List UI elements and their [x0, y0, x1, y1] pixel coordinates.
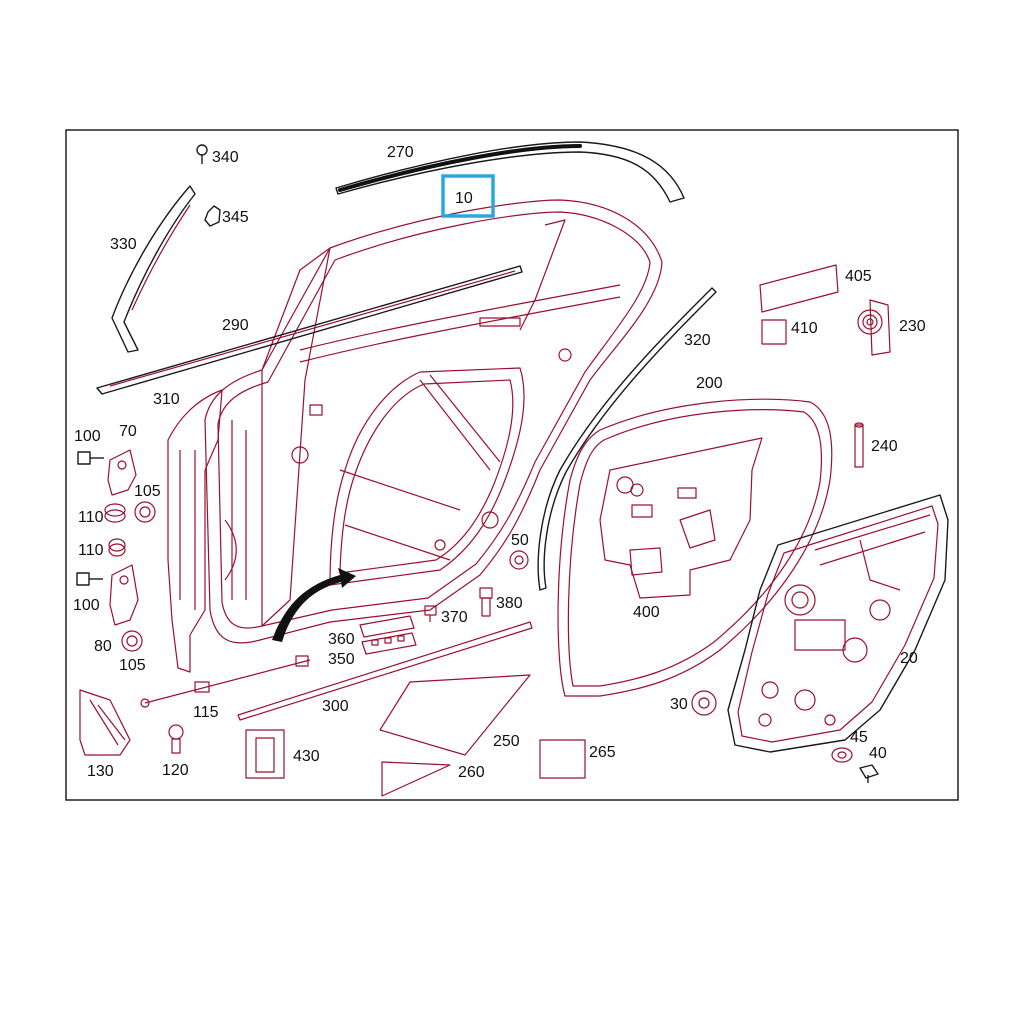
label-250: 250: [493, 733, 520, 750]
part-380-bolt: [479, 587, 493, 617]
part-115-check-rod: [140, 655, 311, 708]
part-130-bracket: [79, 689, 131, 756]
part-240-pin: [854, 422, 864, 468]
part-105-nut-top: [134, 501, 156, 523]
label-290: 290: [222, 317, 249, 334]
part-110-cap-top: [104, 503, 126, 523]
part-10-door-shell: [204, 199, 663, 644]
label-70: 70: [119, 423, 137, 440]
label-110-bottom: 110: [78, 542, 104, 559]
label-400: 400: [633, 604, 660, 621]
part-45-washer: [831, 747, 853, 763]
label-300: 300: [322, 698, 349, 715]
part-50-plug: [509, 550, 529, 570]
part-345-clip: [204, 205, 221, 227]
label-430: 430: [293, 748, 320, 765]
part-405-sticker: [759, 264, 839, 313]
label-20: 20: [900, 650, 918, 667]
part-270-roof-trim: [335, 141, 685, 203]
part-110-cap-bottom: [108, 538, 126, 557]
part-100-bolt-top: [77, 451, 104, 465]
label-330: 330: [110, 236, 137, 253]
part-410-sticker: [761, 319, 787, 345]
part-230-tape: [857, 299, 891, 356]
highlight-box-10: [441, 174, 495, 218]
part-260-foil: [381, 761, 451, 797]
label-345: 345: [222, 209, 249, 226]
label-240: 240: [871, 438, 898, 455]
part-250-foil: [379, 674, 531, 756]
label-120: 120: [162, 762, 189, 779]
part-370-clip: [424, 605, 437, 622]
label-100-bottom: 100: [73, 597, 100, 614]
part-70-hinge: [107, 449, 137, 496]
label-260: 260: [458, 764, 485, 781]
label-370: 370: [441, 609, 468, 626]
part-320-strip: [537, 287, 717, 591]
part-300-rod: [237, 621, 533, 721]
part-100-bolt-bottom: [76, 572, 103, 586]
part-310-trim: [167, 389, 223, 673]
part-360-block: [359, 615, 415, 638]
label-10: 10: [455, 190, 473, 207]
label-105-top: 105: [134, 483, 161, 500]
label-340: 340: [212, 149, 239, 166]
diagram-frame: [65, 129, 959, 801]
label-380: 380: [496, 595, 523, 612]
pointer-arrow: [272, 568, 356, 642]
part-340-screw: [196, 144, 208, 164]
part-105-nut-bottom: [121, 630, 143, 652]
part-20-inner-panel: [727, 494, 949, 753]
part-290-belt-strip: [96, 265, 523, 395]
label-200: 200: [696, 375, 723, 392]
label-30: 30: [670, 696, 688, 713]
part-350-block: [361, 632, 417, 655]
part-430-clip: [245, 729, 285, 779]
part-265-foil: [539, 739, 586, 779]
callout-labels: 10 20 30 40 45 50 70 80 100 100 105 105 …: [73, 144, 926, 781]
label-270: 270: [387, 144, 414, 161]
part-400-panel: [599, 437, 763, 599]
label-320: 320: [684, 332, 711, 349]
part-330-trim: [111, 185, 196, 353]
label-40: 40: [869, 745, 887, 762]
part-80-hinge: [109, 564, 139, 626]
label-360: 360: [328, 631, 355, 648]
part-200-seal: [557, 398, 833, 697]
label-230: 230: [899, 318, 926, 335]
part-120-ball-pin: [168, 724, 184, 754]
label-350: 350: [328, 651, 355, 668]
label-100-top: 100: [74, 428, 101, 445]
label-405: 405: [845, 268, 872, 285]
part-40-screw: [859, 764, 879, 783]
label-80: 80: [94, 638, 112, 655]
label-50: 50: [511, 532, 529, 549]
label-265: 265: [589, 744, 616, 761]
label-310: 310: [153, 391, 180, 408]
label-410: 410: [791, 320, 818, 337]
label-110-top: 110: [78, 509, 104, 526]
label-115: 115: [193, 704, 219, 721]
part-30-grommet: [691, 690, 717, 716]
label-105-bottom: 105: [119, 657, 146, 674]
label-130: 130: [87, 763, 114, 780]
label-45: 45: [850, 729, 868, 746]
